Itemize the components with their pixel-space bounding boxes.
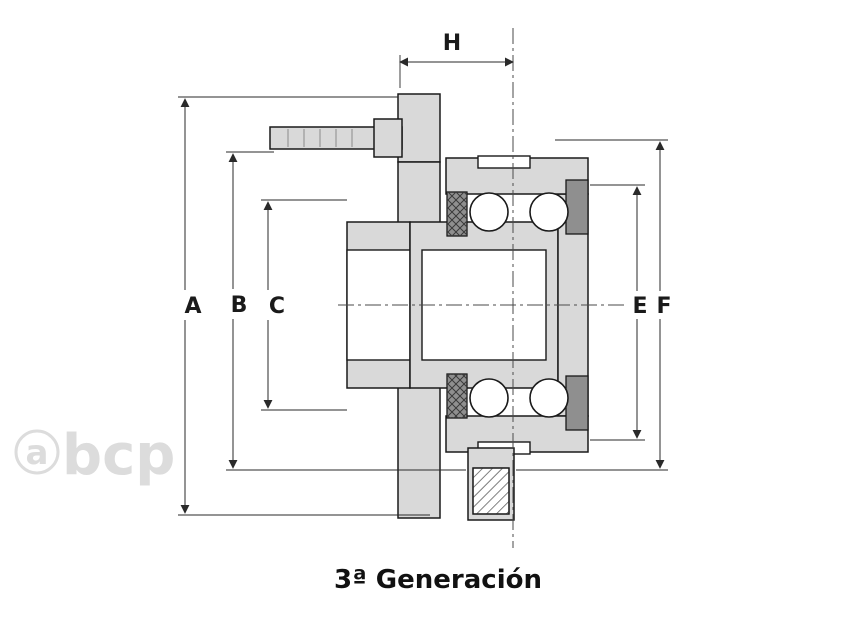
dim-label-h: H xyxy=(443,31,461,56)
dimension-c: C xyxy=(261,199,347,411)
wheel-stud xyxy=(269,118,403,158)
upper-ball-left xyxy=(469,192,509,232)
dimension-h: H xyxy=(399,31,514,88)
lower-ball-right xyxy=(529,378,569,418)
upper-ball-right xyxy=(529,192,569,232)
upper-seal-hatch xyxy=(447,192,467,236)
caption: 3ª Generación xyxy=(334,565,542,595)
lower-outer-race xyxy=(565,375,589,431)
watermark-circled-letter: a xyxy=(26,433,49,473)
mounting-tab-hatch xyxy=(472,467,510,515)
dim-label-a: A xyxy=(184,294,201,319)
lower-seal-hatch xyxy=(447,374,467,418)
watermark-logo: a bcp xyxy=(14,423,175,488)
hub-cross-section xyxy=(269,93,589,521)
upper-housing-notch xyxy=(477,155,531,169)
dim-label-e: E xyxy=(632,294,647,319)
watermark-text: bcp xyxy=(62,423,175,488)
dim-label-b: B xyxy=(231,293,248,318)
flange-top-tab xyxy=(397,93,441,163)
dim-label-f: F xyxy=(656,294,671,319)
watermark-circle xyxy=(14,429,60,475)
upper-outer-race xyxy=(565,179,589,235)
dimension-a: A xyxy=(178,96,430,516)
lower-ball-left xyxy=(469,378,509,418)
dimension-b: B xyxy=(226,151,466,471)
dim-label-c: C xyxy=(269,294,285,319)
dimension-f: F xyxy=(516,139,676,471)
dimension-e: E xyxy=(590,184,651,441)
